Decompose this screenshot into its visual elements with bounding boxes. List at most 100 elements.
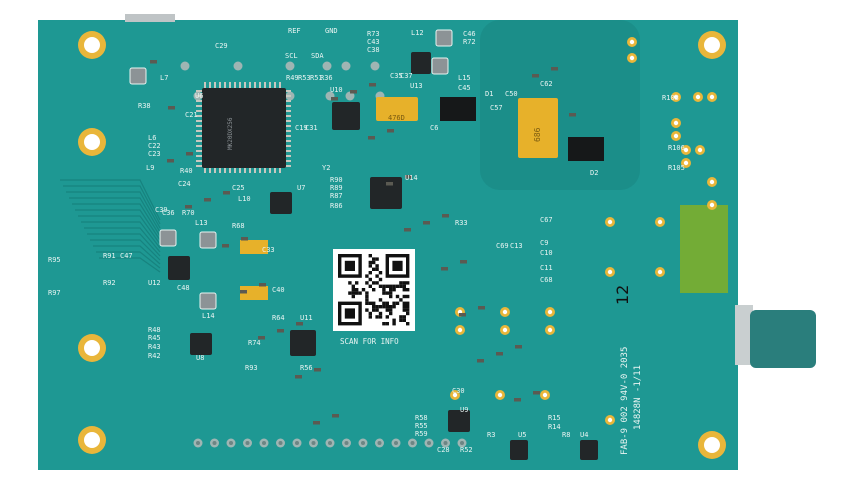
component-label: C67 xyxy=(540,216,553,224)
qr-finder-center xyxy=(344,260,355,271)
component-label: C48 xyxy=(177,284,190,292)
chip-u14 xyxy=(370,177,402,209)
qr-module xyxy=(392,284,396,288)
qr-module xyxy=(348,281,352,285)
qr-module xyxy=(399,318,403,322)
component-label: R64 xyxy=(272,314,285,322)
qr-module xyxy=(375,315,379,319)
component-label: C30 xyxy=(452,387,465,395)
qr-module xyxy=(368,254,372,258)
smd-passive xyxy=(277,329,284,333)
qr-module xyxy=(402,308,406,312)
qr-module xyxy=(395,284,400,288)
component-label: U9 xyxy=(460,406,468,414)
chip-lead xyxy=(279,82,281,88)
chip-lead xyxy=(269,167,271,173)
chip-lead xyxy=(196,95,202,97)
component-label: R8 xyxy=(562,431,570,439)
component-label: C22 xyxy=(148,142,161,150)
qr-finder-center xyxy=(392,260,403,271)
qr-module xyxy=(389,284,393,288)
smd-passive xyxy=(551,67,558,71)
header-pad-hole xyxy=(344,441,349,445)
qr-module xyxy=(385,315,389,319)
qr-module xyxy=(385,308,389,312)
component-label: D2 xyxy=(590,169,598,177)
chip-u11 xyxy=(290,330,316,356)
pad-hole xyxy=(547,327,553,333)
chip-u8 xyxy=(190,333,212,355)
header-pad-hole xyxy=(427,441,431,445)
qr-module xyxy=(375,308,379,312)
mounting-hole-center xyxy=(704,437,720,453)
component-label: R87 xyxy=(330,192,343,200)
qr-module xyxy=(358,291,362,295)
qr-module xyxy=(368,301,372,305)
mounting-hole-center xyxy=(84,340,100,356)
smd-passive xyxy=(332,414,339,418)
qr-module xyxy=(368,277,372,282)
diode-d2 xyxy=(568,137,604,161)
component-label: C25 xyxy=(232,184,245,192)
chip-lead xyxy=(285,95,291,97)
qr-module xyxy=(365,291,369,295)
header-pad-hole xyxy=(262,441,266,445)
chip-lead xyxy=(229,82,231,88)
components xyxy=(129,29,604,460)
chip-lead xyxy=(285,160,291,162)
mcu-marking: MK20DX256 xyxy=(227,117,234,150)
component-label: R58 xyxy=(415,414,428,422)
pad-hole xyxy=(629,39,635,45)
component-label: L6 xyxy=(148,134,156,142)
header-pad xyxy=(345,91,355,101)
qr-module xyxy=(389,308,393,312)
qr-module xyxy=(406,305,410,309)
qr-module xyxy=(402,301,406,305)
component-label: C24 xyxy=(178,180,191,188)
component-label: R89 xyxy=(330,184,343,192)
qr-module xyxy=(365,298,369,302)
component-label: C35 xyxy=(390,72,403,80)
qr-module xyxy=(351,288,355,292)
component-label: C40 xyxy=(272,286,285,294)
component-label: C10 xyxy=(540,249,553,257)
component-label: C36 xyxy=(162,209,175,217)
component-label: GND xyxy=(325,27,338,35)
qr-module xyxy=(385,305,389,309)
capacitor-c40 xyxy=(240,286,268,300)
pad-hole xyxy=(607,269,613,275)
pad-hole xyxy=(657,219,663,225)
qr-module xyxy=(351,284,355,288)
header-pad-hole xyxy=(410,441,415,445)
qr-module xyxy=(402,305,406,309)
trace xyxy=(99,257,161,273)
chip-lead xyxy=(219,167,221,173)
chip-lead xyxy=(285,150,291,152)
smd-passive xyxy=(204,198,211,202)
qr-module xyxy=(365,294,369,299)
qr-code xyxy=(333,249,415,331)
component-label: C31 xyxy=(305,124,318,132)
chip-lead xyxy=(285,130,291,132)
qr-module xyxy=(365,274,369,278)
qr-module xyxy=(355,291,359,295)
component-label: REF xyxy=(288,27,301,35)
qr-module xyxy=(382,301,386,305)
header-pad xyxy=(233,61,243,71)
qr-module xyxy=(389,288,393,292)
smd-passive xyxy=(441,267,448,271)
component-label: C11 xyxy=(540,264,553,272)
chip-lead xyxy=(244,167,246,173)
component-label: C13 xyxy=(510,242,523,250)
chip-lead xyxy=(285,140,291,142)
component-label: C45 xyxy=(458,84,471,92)
chip-lead xyxy=(259,167,261,173)
qr-module xyxy=(368,264,372,268)
trace xyxy=(81,221,161,249)
component-label: C29 xyxy=(215,42,228,50)
qr-module xyxy=(375,264,379,268)
component-label: C21 xyxy=(185,111,198,119)
chip-lead xyxy=(196,165,202,167)
inductor xyxy=(431,57,449,75)
